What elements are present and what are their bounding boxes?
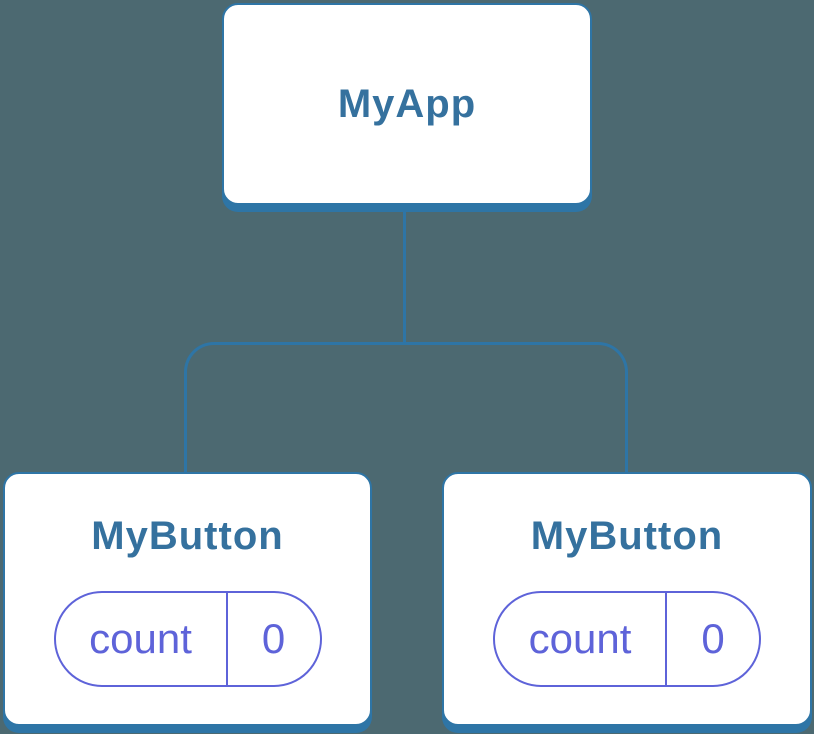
state-key-label: count [89, 614, 192, 662]
state-key-label: count [528, 614, 632, 662]
state-pill: count 0 [493, 590, 761, 687]
tree-node-root: MyApp [222, 3, 592, 205]
connector-stem [403, 211, 406, 345]
state-value: 0 [665, 592, 759, 685]
connector-branch [184, 342, 628, 475]
child-node-label: MyButton [530, 513, 724, 558]
state-pill: count 0 [53, 590, 322, 687]
root-node-label: MyApp [337, 82, 477, 126]
tree-node-child-1: MyButton count 0 [3, 472, 372, 726]
state-value: 0 [225, 592, 320, 685]
child-node-label: MyButton [91, 513, 284, 558]
tree-node-child-2: MyButton count 0 [442, 472, 812, 726]
